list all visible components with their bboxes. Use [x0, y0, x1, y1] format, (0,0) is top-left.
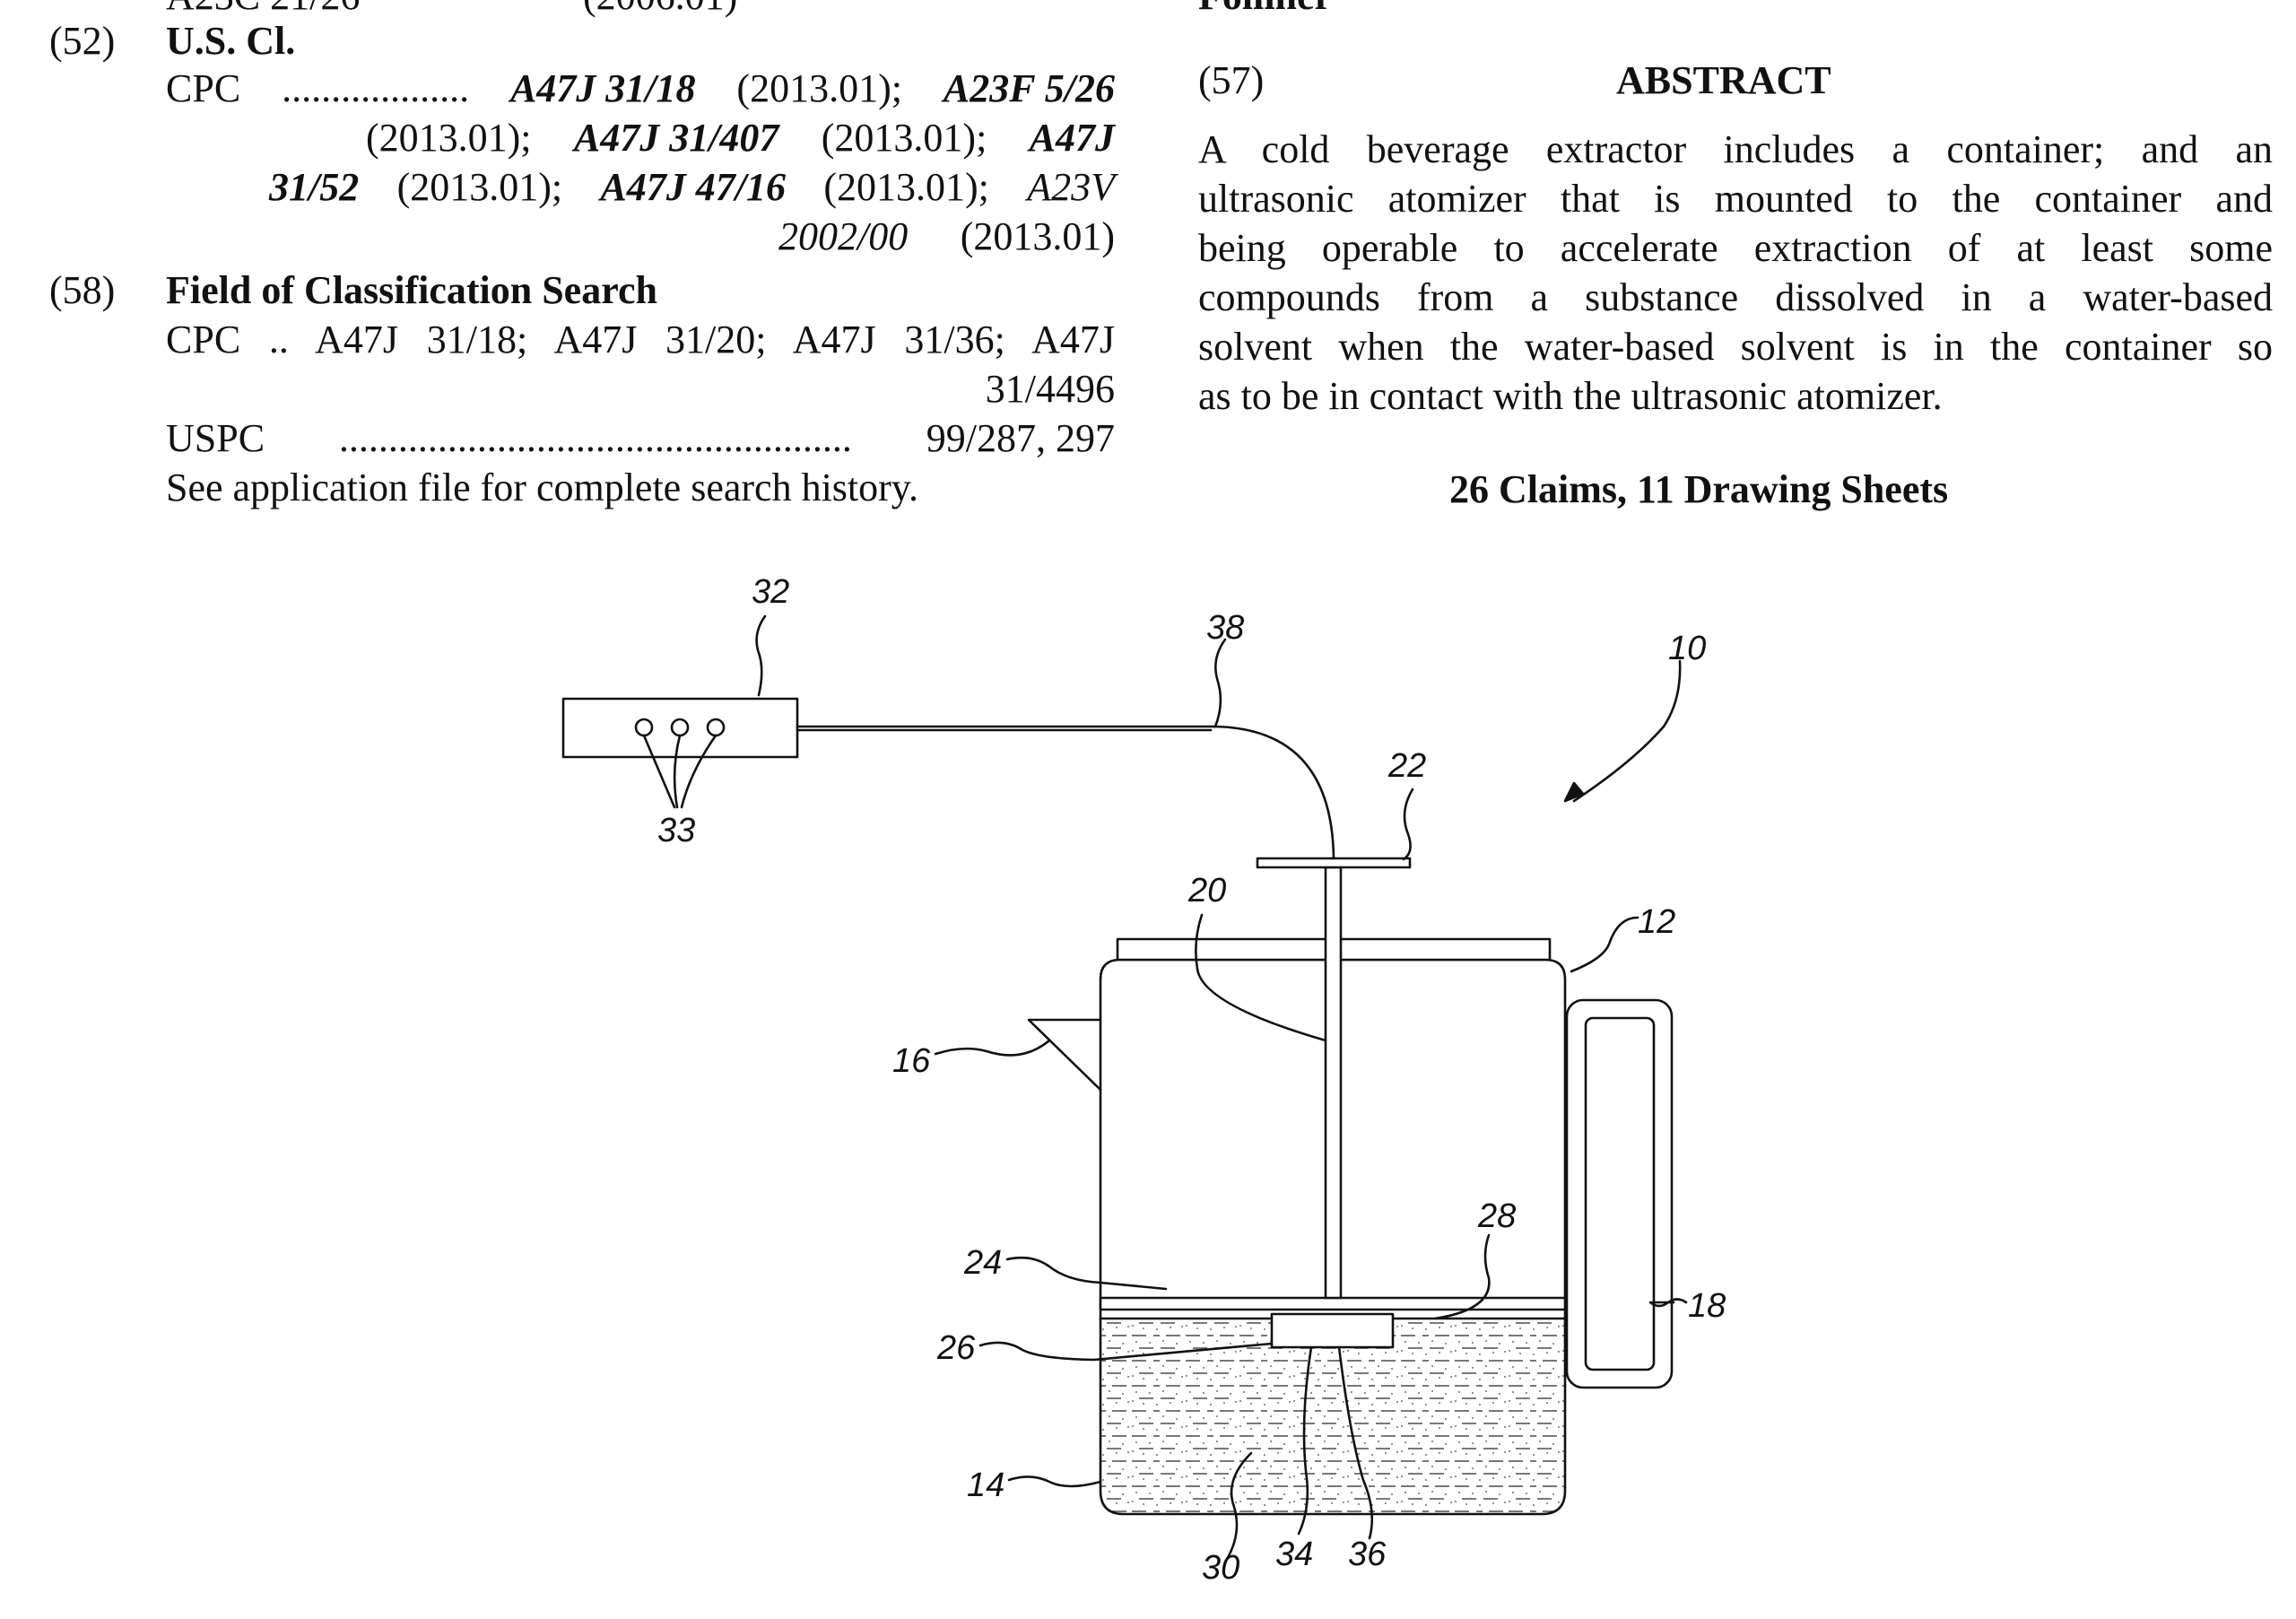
abstract-line: being operable to accelerate extraction …	[1198, 226, 2273, 270]
cpc-line-2: (2013.01); A47J 31/407 (2013.01); A47J	[366, 115, 1115, 161]
cpc-code: A23F 5/26	[943, 66, 1115, 110]
plunger-knob	[1256, 857, 1412, 869]
section-52-number: (52)	[49, 19, 116, 63]
cpc-code: A47J 31/18	[509, 66, 696, 110]
ref-label-20: 20	[1187, 872, 1226, 910]
control-box	[561, 697, 799, 759]
ref-label-34: 34	[1275, 1536, 1313, 1573]
handle-inner	[1584, 1016, 1656, 1371]
cpc-date: (2013.01)	[960, 214, 1115, 258]
uspc-dots: ........................................…	[338, 416, 852, 460]
cpc-code: 31/52	[269, 165, 360, 209]
ref-label-33: 33	[657, 812, 695, 849]
ref-label-10: 10	[1668, 630, 1706, 667]
cpc-label: CPC	[166, 66, 241, 110]
ref-label-36: 36	[1348, 1536, 1387, 1573]
cpc-line-3: 31/52 (2013.01); A47J 47/16 (2013.01); A…	[269, 164, 1115, 211]
uspc-value: 99/287, 297	[926, 416, 1115, 460]
cpc-date: (2013.01);	[366, 116, 532, 160]
ref-label-28: 28	[1477, 1197, 1516, 1235]
claims-summary: 26 Claims, 11 Drawing Sheets	[1449, 467, 1949, 511]
uspc-line: USPC ...................................…	[166, 415, 1115, 462]
field-cpc-line-2: 31/4496	[985, 367, 1115, 411]
ref-label-16: 16	[892, 1042, 931, 1080]
cpc-date: (2013.01);	[396, 165, 563, 209]
section-58-title: Field of Classification Search	[166, 268, 657, 312]
ref-label-26: 26	[936, 1329, 976, 1367]
ref-label-24: 24	[963, 1244, 1002, 1282]
liquid-region	[1100, 1319, 1565, 1514]
container-body	[1099, 958, 1567, 1516]
search-history-note: See application file for complete search…	[166, 466, 918, 509]
abstract-title: ABSTRACT	[1616, 58, 1831, 102]
cpc-code: A47J	[1029, 116, 1115, 160]
abstract-line: ultrasonic atomizer that is mounted to t…	[1198, 177, 2273, 221]
cpc-code: A47J 47/16	[600, 165, 786, 209]
cable	[796, 725, 1335, 860]
cpc-date: (2013.01);	[823, 165, 989, 209]
ref-label-32: 32	[752, 573, 789, 611]
cpc-dots: ...................	[282, 66, 470, 110]
ref-label-12: 12	[1638, 903, 1675, 941]
top-cut-right-text: Folliner	[1198, 0, 1332, 20]
cpc-date: (2013.01);	[736, 66, 902, 110]
ref-label-38: 38	[1206, 609, 1244, 647]
cpc-line-4: 2002/00 (2013.01)	[778, 213, 1115, 260]
cpc-date: (2013.01);	[821, 116, 987, 160]
section-52-title: U.S. Cl.	[166, 19, 296, 63]
handle-outer	[1565, 998, 1674, 1389]
cpc-code: A47J 31/407	[573, 116, 779, 160]
ref-label-30: 30	[1202, 1549, 1239, 1587]
cpc-code: 2002/00	[778, 214, 909, 258]
ref-label-18: 18	[1688, 1287, 1726, 1325]
abstract-line: solvent when the water-based solvent is …	[1198, 325, 2273, 369]
cpc-code: A23V	[1027, 165, 1115, 209]
filter-plate	[1099, 1296, 1567, 1311]
ref-label-14: 14	[967, 1467, 1004, 1504]
top-cut-mid-text: (2006.01)	[583, 0, 737, 20]
ref-label-22: 22	[1387, 747, 1426, 785]
cpc-line-1: CPC ................... A47J 31/18 (2013…	[166, 65, 1115, 112]
field-cpc-line: CPC .. A47J 31/18; A47J 31/20; A47J 31/3…	[166, 318, 1115, 361]
ultrasonic-atomizer	[1270, 1312, 1395, 1349]
uspc-label: USPC	[166, 416, 265, 460]
abstract-line: A cold beverage extractor includes a con…	[1198, 127, 2273, 171]
spout	[1027, 1018, 1102, 1092]
top-cut-left-text: A23C 21/26	[166, 0, 360, 20]
section-58-number: (58)	[49, 268, 116, 312]
abstract-line: compounds from a substance dissolved in …	[1198, 275, 2273, 319]
abstract-line: as to be in contact with the ultrasonic …	[1198, 374, 1943, 418]
section-57-number: (57)	[1198, 58, 1265, 102]
plunger-rod	[1324, 866, 1343, 1300]
